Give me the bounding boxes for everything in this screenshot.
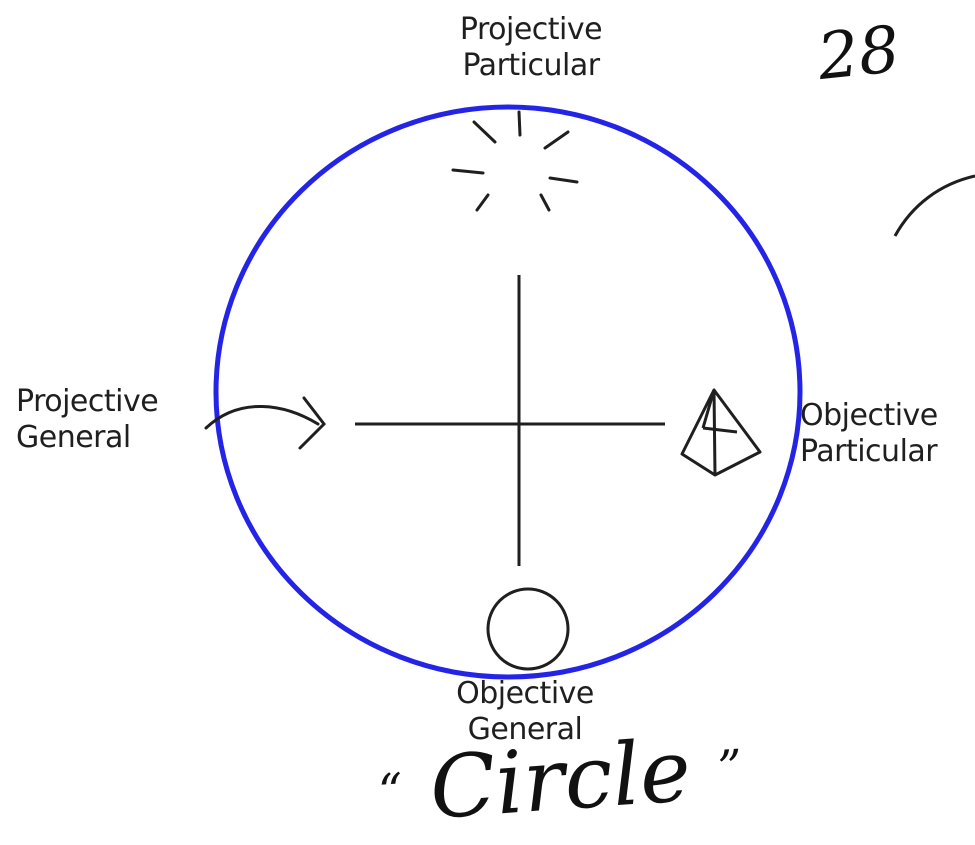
burst-icon <box>453 112 577 210</box>
caption-close-quote: ” <box>716 739 744 797</box>
small-circle-icon <box>488 589 568 669</box>
label-objective-particular: Objective Particular <box>800 398 938 470</box>
label-objective-particular-line1: Objective <box>800 398 938 434</box>
arrow-icon <box>206 398 324 448</box>
label-projective-particular: Projective Particular <box>446 12 616 84</box>
label-objective-particular-line2: Particular <box>800 434 938 470</box>
label-projective-general: Projective General <box>16 384 158 456</box>
pyramid-icon <box>682 390 760 475</box>
label-projective-particular-line1: Projective <box>446 12 616 48</box>
label-objective-general-line1: Objective <box>440 676 610 712</box>
caption-open-quote: “ <box>376 763 404 821</box>
label-projective-general-line2: General <box>16 420 158 456</box>
edge-arc-stroke <box>895 176 975 236</box>
page-number: 28 <box>814 14 903 94</box>
label-projective-general-line1: Projective <box>16 384 158 420</box>
caption-word: Circle <box>427 721 694 839</box>
label-projective-particular-line2: Particular <box>446 48 616 84</box>
